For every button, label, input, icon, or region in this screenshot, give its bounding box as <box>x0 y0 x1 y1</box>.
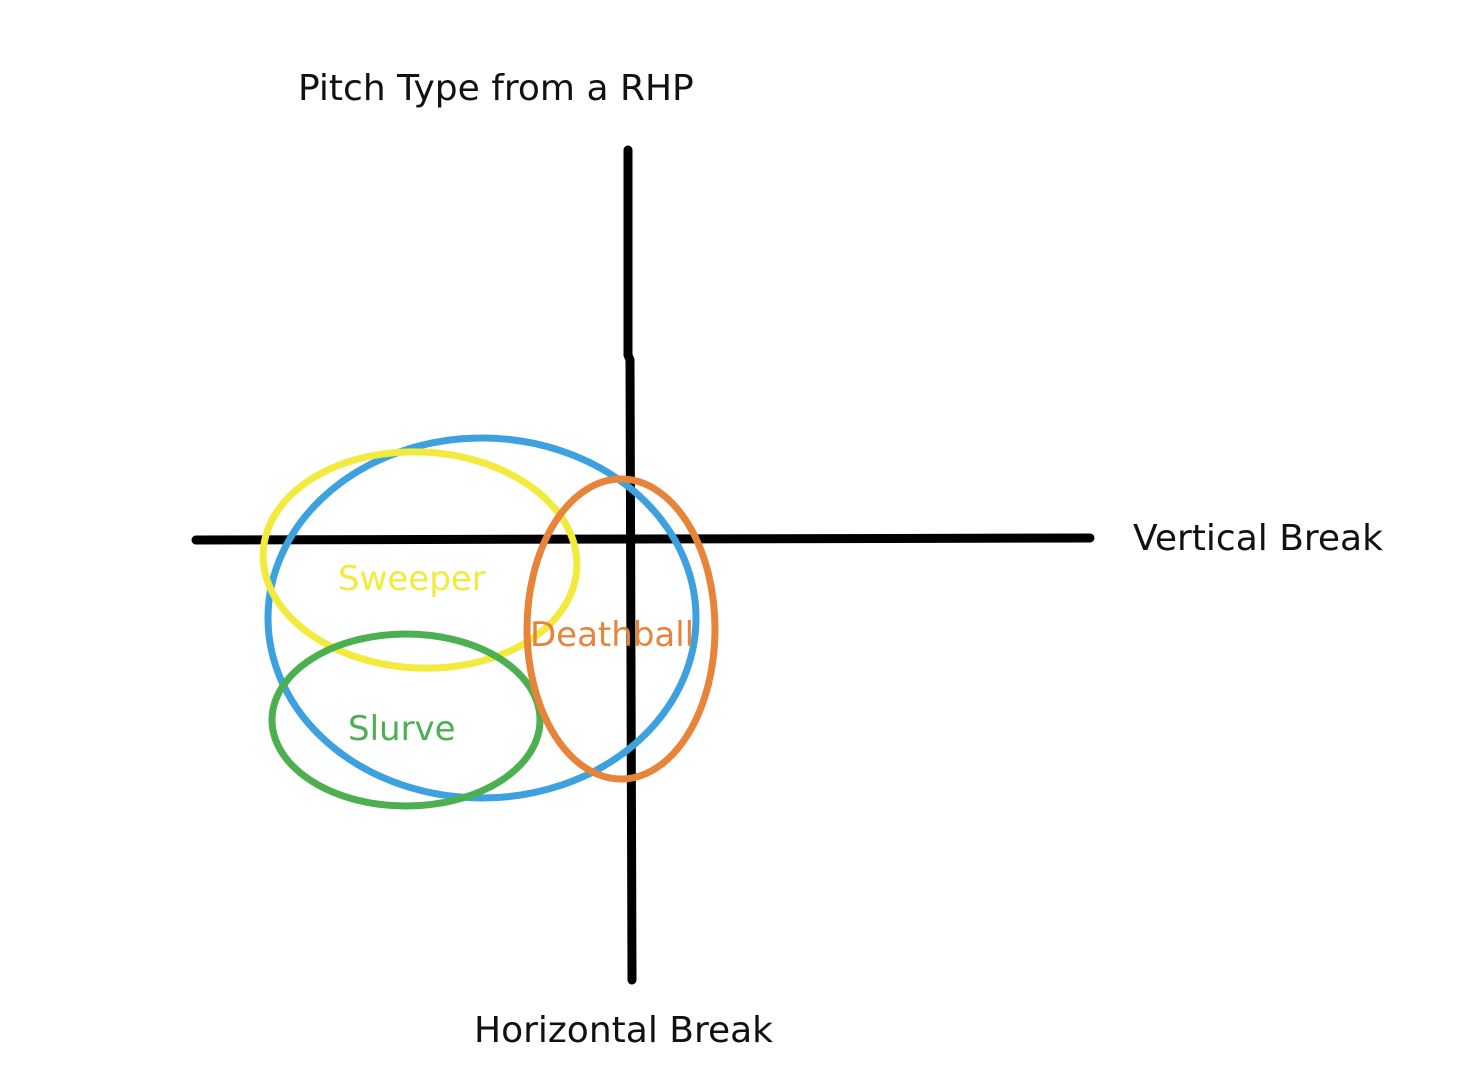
horizontal-axis-line <box>191 533 1095 545</box>
horizontal-axis-label: Vertical Break <box>1133 518 1383 559</box>
slurve-region-ellipse <box>268 630 544 810</box>
deathball-label: Deathball <box>530 615 694 655</box>
diagram-title: Pitch Type from a RHP <box>298 68 694 109</box>
sweeper-region-ellipse <box>259 448 581 672</box>
sweeper-label: Sweeper <box>338 559 486 599</box>
vertical-axis-line <box>623 145 637 985</box>
vertical-axis-label: Horizontal Break <box>474 1010 773 1051</box>
blue-region-ellipse <box>264 434 700 802</box>
slurve-label: Slurve <box>348 709 456 749</box>
deathball-region-ellipse <box>523 475 719 783</box>
